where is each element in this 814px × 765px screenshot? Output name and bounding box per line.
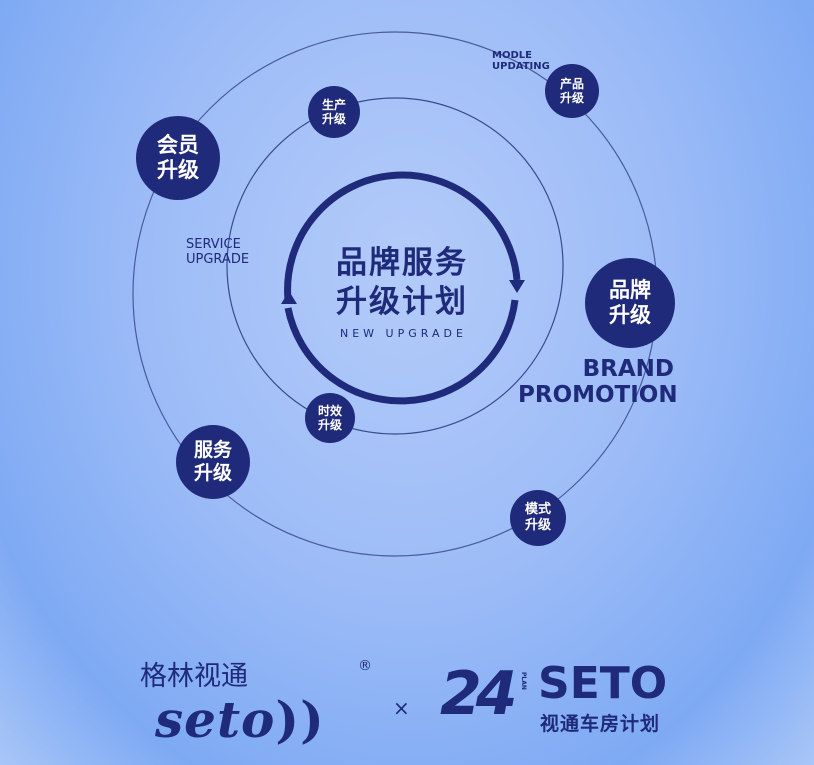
center-subtitle: NEW UPGRADE [340, 327, 467, 340]
plan-small-label: PLAN [520, 672, 527, 690]
times-sign: × [393, 696, 410, 720]
cycle-arc-bottom [284, 299, 519, 405]
node-brand-upgrade: 品牌升级 [585, 258, 675, 348]
plan-24-logo: 24 [440, 659, 517, 729]
node-product-upgrade: 产品升级 [545, 64, 599, 118]
registered-mark: ® [358, 658, 372, 674]
seto-logo: seto)) [155, 690, 325, 749]
seto-title: SETO [538, 658, 668, 709]
brand-cn: 格林视通 [140, 661, 248, 692]
node-mode-upgrade: 模式升级 [510, 490, 566, 546]
node-member-upgrade: 会员升级 [136, 116, 220, 200]
center-title-line2: 升级计划 [336, 284, 468, 320]
middle-orbit [226, 97, 564, 435]
node-timeliness-upgrade: 时效升级 [305, 393, 355, 443]
arrow-down-icon [509, 280, 525, 293]
node-service-upgrade: 服务升级 [176, 425, 250, 499]
arrow-up-icon [281, 291, 297, 304]
center-title-line1: 品牌服务 [336, 245, 468, 281]
seto-plan-cn: 视通车房计划 [540, 713, 661, 735]
cycle-arc-top [284, 171, 521, 301]
node-production-upgrade: 生产升级 [308, 86, 360, 138]
